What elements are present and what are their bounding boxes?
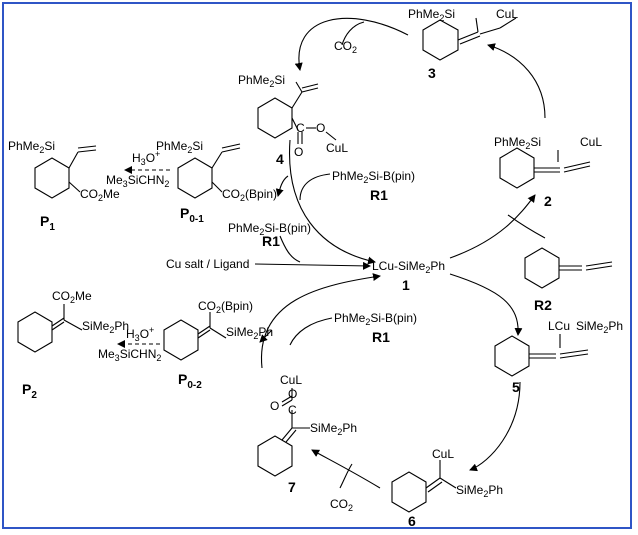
cu-salt-ligand: Cu salt / Ligand	[166, 257, 249, 271]
h3o-top: H3O+	[132, 149, 160, 167]
cycle-arrow-3-to-4	[294, 17, 409, 71]
label-p01: P0-1	[180, 205, 204, 225]
catalyst-lcu-sime2ph: LCu-SiMe2Ph	[372, 259, 445, 275]
c2-cul: CuL	[580, 135, 602, 149]
structure-p01	[177, 143, 241, 199]
label-r1-mid: R1	[262, 233, 280, 249]
label-compound-5: 5	[512, 379, 520, 395]
co2-top: CO2	[334, 39, 357, 55]
label-p02: P0-2	[178, 371, 202, 391]
cycle-arrow-5-to-6	[469, 381, 521, 472]
structure-3	[422, 17, 517, 61]
c7-carbonyl-c: C	[288, 403, 297, 417]
c7-oxygen-ester: O	[288, 387, 297, 401]
label-compound-7: 7	[288, 479, 296, 495]
structure-p2	[17, 304, 83, 353]
structure-4	[257, 81, 337, 144]
label-compound-4: 4	[276, 151, 284, 167]
structure-5	[494, 334, 589, 377]
p01-out-arrow	[275, 175, 289, 197]
label-p1: P1	[40, 213, 55, 233]
p2-ester: CO2Me	[52, 289, 92, 305]
reagent-bpin-mid: PhMe2Si-B(pin)	[228, 221, 311, 237]
c6-cul: CuL	[432, 447, 454, 461]
cycle-arrow-4-to-1	[288, 139, 376, 265]
r1-in-arrow-bottom	[289, 317, 333, 346]
label-r1-bottom: R1	[372, 329, 390, 345]
structure-p02	[163, 312, 227, 361]
label-compound-1: 1	[402, 277, 410, 293]
c5-silyl: SiMe2Ph	[576, 319, 623, 335]
structure-6	[391, 460, 457, 513]
p02-silyl: SiMe2Ph	[226, 325, 273, 341]
r2-in-arrow	[507, 214, 546, 239]
r1-in-arrow-mid	[279, 235, 301, 263]
label-compound-3: 3	[428, 65, 436, 81]
cycle-arrow-2-to-3	[487, 43, 546, 119]
p02-out-arrow	[259, 329, 273, 343]
c4-cul: CuL	[326, 141, 348, 155]
c4-carbonyl-c: C	[296, 121, 305, 135]
p01-silyl: PhMe2Si	[156, 139, 203, 155]
structure-7	[257, 388, 310, 477]
structure-p1	[34, 145, 97, 199]
cycle-arrow-6-to-7	[311, 449, 381, 489]
c4-oxygen-carbonyl: O	[294, 145, 303, 159]
tms-diazomethane-top: Me3SiCHN2	[106, 173, 169, 189]
label-r1-top: R1	[370, 187, 388, 203]
c4-silyl: PhMe2Si	[238, 73, 285, 89]
tms-diazomethane-bottom: Me3SiCHN2	[98, 347, 161, 363]
reagent-bpin-top: PhMe2Si-B(pin)	[332, 169, 415, 185]
c3-silyl: PhMe2Si	[408, 7, 455, 23]
cycle-arrow-7-to-1	[261, 273, 381, 369]
cycle-arrow-1-to-2	[449, 194, 536, 259]
p02-ester: CO2(Bpin)	[198, 299, 253, 315]
r1-in-arrow-top	[299, 173, 331, 201]
c6-silyl: SiMe2Ph	[456, 483, 503, 499]
c7-oxygen-carbonyl: O	[270, 399, 279, 413]
co2-in-arrow-top	[341, 21, 365, 46]
h3o-bottom: H3O+	[126, 325, 154, 343]
structure-2	[499, 147, 591, 189]
reagent-bpin-bottom: PhMe2Si-B(pin)	[334, 311, 417, 327]
c3-cul: CuL	[496, 7, 518, 21]
label-compound-2: 2	[544, 193, 552, 209]
cycle-arrow-1-to-5	[449, 273, 523, 336]
label-p2: P2	[22, 381, 37, 401]
p2-silyl: SiMe2Ph	[82, 319, 129, 335]
structure-r2	[524, 247, 613, 289]
cu-salt-arrow	[254, 261, 371, 270]
label-r2: R2	[534, 297, 552, 313]
c7-cul: CuL	[280, 373, 302, 387]
figure-border	[2, 2, 632, 529]
p01-ester: CO2(Bpin)	[222, 187, 277, 203]
p1-silyl: PhMe2Si	[8, 139, 55, 155]
c5-lcu: LCu	[548, 319, 570, 333]
c4-oxygen-ester: O	[316, 121, 325, 135]
c2-silyl: PhMe2Si	[494, 135, 541, 151]
co2-bottom: CO2	[330, 497, 353, 513]
co2-in-arrow-bottom	[339, 463, 353, 489]
c7-silyl: SiMe2Ph	[310, 421, 357, 437]
p1-ester: CO2Me	[80, 187, 120, 203]
label-compound-6: 6	[408, 513, 416, 529]
